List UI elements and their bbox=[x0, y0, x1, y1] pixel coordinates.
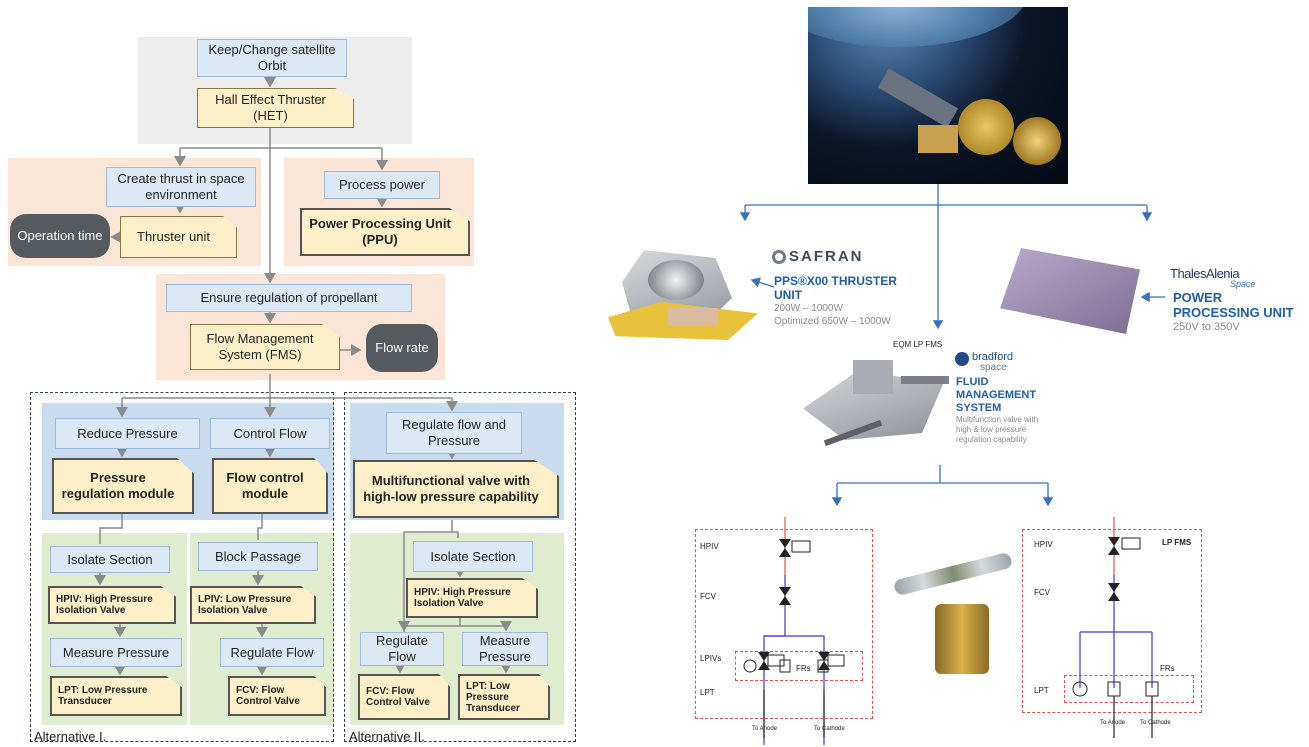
schematic-left-to-anode: To Anode bbox=[752, 726, 778, 732]
alt2-function-measure-pressure: Measure Pressure bbox=[462, 632, 548, 666]
alternative-2-label: Alternative II. bbox=[349, 729, 425, 744]
schematic-right-frame bbox=[1022, 529, 1202, 713]
schematic-left-lpt-frame bbox=[735, 651, 863, 681]
safran-title-1: PPS®X00 THRUSTER bbox=[774, 274, 897, 288]
schematic-right-lpt-label: LPT bbox=[1034, 686, 1049, 695]
alt2-component-fcv: FCV: Flow Control Valve bbox=[358, 674, 450, 720]
fms-image bbox=[793, 350, 949, 462]
thales-spec: 250V to 350V bbox=[1173, 321, 1240, 333]
alt2-function-regulate-flow-pressure: Regulate flow and Pressure bbox=[386, 412, 522, 454]
safran-logo-icon: SAFRAN bbox=[772, 248, 864, 265]
safran-title-2: UNIT bbox=[774, 288, 802, 302]
thruster-unit-image bbox=[608, 242, 770, 352]
schematic-left-lpivs-label: LPIVs bbox=[700, 654, 722, 663]
schematic-left-hpiv-label: HPIV bbox=[700, 542, 719, 551]
safran-spec-1: 200W – 1000W bbox=[774, 303, 843, 314]
bradford-logo-icon bbox=[955, 352, 969, 366]
function-ensure-regulation: Ensure regulation of propellant bbox=[166, 284, 412, 312]
alt1-component-lpt: LPT: Low Pressure Transducer bbox=[50, 676, 182, 716]
alt1-component-flow-control-module: Flow control module bbox=[212, 458, 328, 514]
schematic-right-title: LP FMS bbox=[1162, 538, 1192, 547]
solenoid-valve-image bbox=[935, 604, 989, 674]
bradford-title-3: SYSTEM bbox=[956, 402, 1002, 414]
schematic-right-lpt-frame bbox=[1064, 675, 1194, 703]
schematic-left-to-cathode: To Cathode bbox=[814, 726, 845, 732]
tree-connectors bbox=[94, 77, 512, 676]
bradford-title-2: MANAGEMENT bbox=[956, 389, 1037, 401]
thales-title-1: POWER bbox=[1173, 290, 1223, 305]
alt1-function-isolate-section: Isolate Section bbox=[50, 546, 170, 573]
schematic-right-frs-label: FRs bbox=[1160, 664, 1175, 673]
alt1-function-control-flow: Control Flow bbox=[210, 418, 330, 449]
alt2-function-isolate-section: Isolate Section bbox=[413, 541, 533, 572]
bradford-desc-3: regulation capability bbox=[956, 435, 1027, 444]
alternative-1-label: Alternative I. bbox=[34, 729, 107, 744]
schematic-right-to-anode: To Anode bbox=[1100, 720, 1126, 726]
alt1-function-block-passage: Block Passage bbox=[198, 542, 318, 571]
alternative-1-frame bbox=[30, 392, 334, 742]
alt1-function-measure-pressure: Measure Pressure bbox=[50, 638, 182, 667]
schematic-right-hpiv-label: HPIV bbox=[1034, 540, 1053, 549]
alt2-component-hpiv: HPIV: High Pressure Isolation Valve bbox=[406, 578, 538, 618]
bradford-logo-1: bradford bbox=[972, 351, 1013, 363]
schematic-left-frame bbox=[695, 529, 873, 719]
output-operation-time: Operation time bbox=[10, 214, 110, 258]
function-process-power: Process power bbox=[324, 171, 440, 199]
component-thruster-unit: Thruster unit bbox=[120, 216, 237, 258]
alt1-function-regulate-flow: Regulate Flow bbox=[220, 638, 324, 667]
safran-logo-text: SAFRAN bbox=[789, 248, 864, 265]
safran-spec-2: Optimized 650W – 1000W bbox=[774, 316, 891, 327]
bradford-desc-1: Multifunction valve with bbox=[956, 415, 1039, 424]
bradford-logo-2: space bbox=[980, 362, 1007, 373]
thales-logo-1: ThalesAlenia bbox=[1170, 266, 1240, 281]
alt1-component-lpiv: LPIV: Low Pressure Isolation Valve bbox=[190, 586, 316, 624]
schematic-left-frs-label: FRs bbox=[796, 664, 811, 673]
alt1-component-hpiv: HPIV: High Pressure Isolation Valve bbox=[48, 586, 176, 624]
function-create-thrust: Create thrust in space environment bbox=[106, 167, 256, 207]
alt1-component-pressure-regulation-module: Pressure regulation module bbox=[52, 458, 194, 514]
satellite-image bbox=[808, 7, 1068, 184]
schematic-right-to-cathode: To Cathode bbox=[1140, 720, 1171, 726]
component-hall-effect-thruster: Hall Effect Thruster (HET) bbox=[197, 88, 354, 128]
schematic-left-fcv-label: FCV bbox=[700, 592, 716, 601]
bradford-title-1: FLUID bbox=[956, 376, 989, 388]
alternative-2-frame bbox=[344, 392, 576, 742]
component-power-processing-unit: Power Processing Unit (PPU) bbox=[300, 208, 470, 256]
alt2-component-multifunctional-valve: Multifunctional valve with high-low pres… bbox=[353, 460, 559, 518]
alt2-function-regulate-flow: Regulate Flow bbox=[360, 632, 444, 666]
thales-title-2: PROCESSING UNIT bbox=[1173, 305, 1294, 320]
goal-keep-change-orbit: Keep/Change satellite Orbit bbox=[197, 39, 347, 77]
component-flow-management-system: Flow Management System (FMS) bbox=[190, 324, 340, 370]
thales-logo-2: Space bbox=[1230, 279, 1256, 289]
alt2-component-lpt: LPT: Low Pressure Transducer bbox=[458, 674, 550, 720]
eqm-lp-fms-label: EQM LP FMS bbox=[893, 340, 943, 349]
output-flow-rate: Flow rate bbox=[366, 324, 438, 372]
alt1-function-reduce-pressure: Reduce Pressure bbox=[55, 418, 200, 449]
bradford-desc-2: high & low pressure bbox=[956, 425, 1027, 434]
schematic-left-lpt-label: LPT bbox=[700, 688, 715, 697]
alt1-component-fcv: FCV: Flow Control Valve bbox=[228, 676, 326, 716]
schematic-right-fcv-label: FCV bbox=[1034, 588, 1050, 597]
